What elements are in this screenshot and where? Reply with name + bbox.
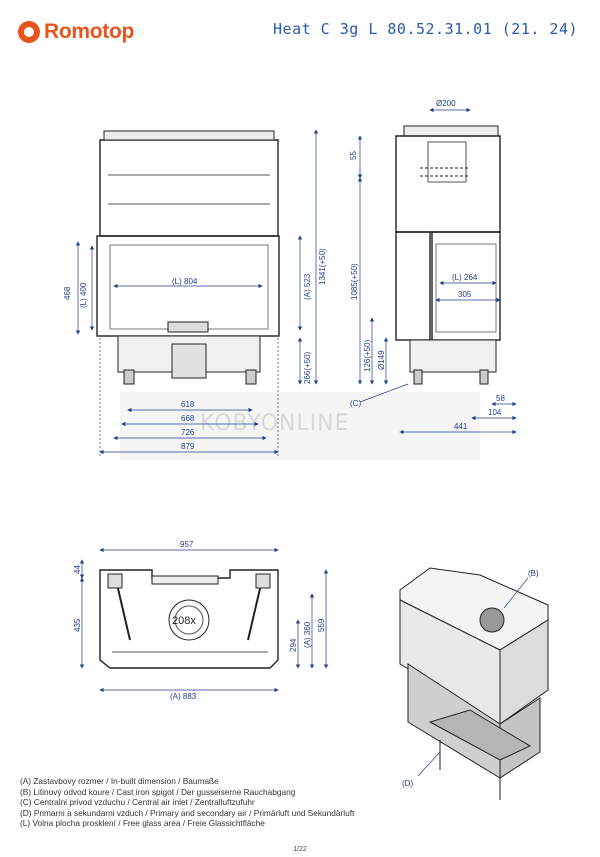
- dim-1085: 1085(+50): [350, 263, 359, 300]
- dim-266: 266(+50): [303, 351, 312, 384]
- front-dimension-lines: [75, 129, 319, 456]
- dim-104: 104: [488, 408, 502, 417]
- dim-618: 618: [181, 400, 195, 409]
- side-dimension-lines: [357, 107, 517, 435]
- document-title: Heat C 3g L 80.52.31.01 (21. 24): [273, 20, 578, 38]
- legend-d: (D) Primarni a sekundarni vzduch / Prima…: [20, 807, 355, 818]
- callout-b: (B): [528, 569, 539, 578]
- front-view: [96, 130, 280, 385]
- callout-d: (D): [402, 779, 413, 788]
- dim-58: 58: [496, 394, 505, 403]
- dim-a523: (A) 523: [303, 273, 312, 300]
- legend-a: (A) Zastavbovy rozmer / In-built dimensi…: [20, 776, 219, 786]
- isometric-view: [399, 567, 549, 800]
- brand-name: Romotop: [44, 20, 135, 43]
- iso-callout-lines: [417, 577, 529, 777]
- dim-126: 126(+50): [363, 339, 372, 372]
- logo-mark-icon: [18, 21, 40, 43]
- romotop-logo: Romotop: [18, 20, 134, 44]
- callout-c: (C): [350, 399, 361, 408]
- dim-668: 668: [181, 414, 195, 423]
- page-number: 1/22: [293, 846, 307, 853]
- dim-d149: Ø149: [377, 350, 386, 370]
- top-view: [99, 569, 279, 669]
- dim-l400: (L) 400: [79, 282, 88, 308]
- dim-208x: 208x: [172, 615, 196, 627]
- legend-l: (L) Volna plocha prosklení / Free glass …: [20, 818, 265, 829]
- legend-b: (B) Litinový odvod koure / Cast iron spi…: [20, 786, 296, 797]
- top-dimension-labels: 957 44 435 208x 294 (A) 360 559 (A) 883: [73, 540, 326, 701]
- dim-a360: (A) 360: [303, 621, 312, 648]
- legend: (A) Zastavbovy rozmer / In-built dimensi…: [20, 776, 354, 829]
- dim-435: 435: [73, 618, 82, 632]
- dim-d200: Ø200: [436, 99, 456, 108]
- dim-305: 305: [458, 290, 472, 299]
- iso-callout-labels: (B) (D): [402, 569, 539, 788]
- dim-726: 726: [181, 428, 195, 437]
- legend-c: (C) Centralni privod vzduchu / Central a…: [20, 797, 255, 808]
- side-dimension-labels: Ø200 55 1085(+50) 126(+50) Ø149 (L) 264 …: [349, 99, 505, 431]
- dim-l804: (L) 804: [172, 277, 198, 286]
- dim-441: 441: [454, 422, 468, 431]
- dim-1341: 1341(+50): [318, 248, 327, 285]
- side-view: [395, 125, 501, 385]
- dim-44: 44: [73, 565, 82, 574]
- dim-55: 55: [349, 151, 358, 160]
- dim-468: 468: [63, 286, 72, 300]
- dim-l264: (L) 264: [452, 273, 478, 282]
- dim-879: 879: [181, 442, 195, 451]
- top-dimension-lines: [79, 547, 329, 693]
- dim-559: 559: [317, 618, 326, 632]
- dim-294: 294: [289, 638, 298, 652]
- front-dimension-labels: (L) 804 468 (L) 400 (A) 523 1341(+50) 26…: [63, 248, 327, 451]
- dim-a883: (A) 883: [170, 692, 197, 701]
- dim-957: 957: [180, 540, 194, 549]
